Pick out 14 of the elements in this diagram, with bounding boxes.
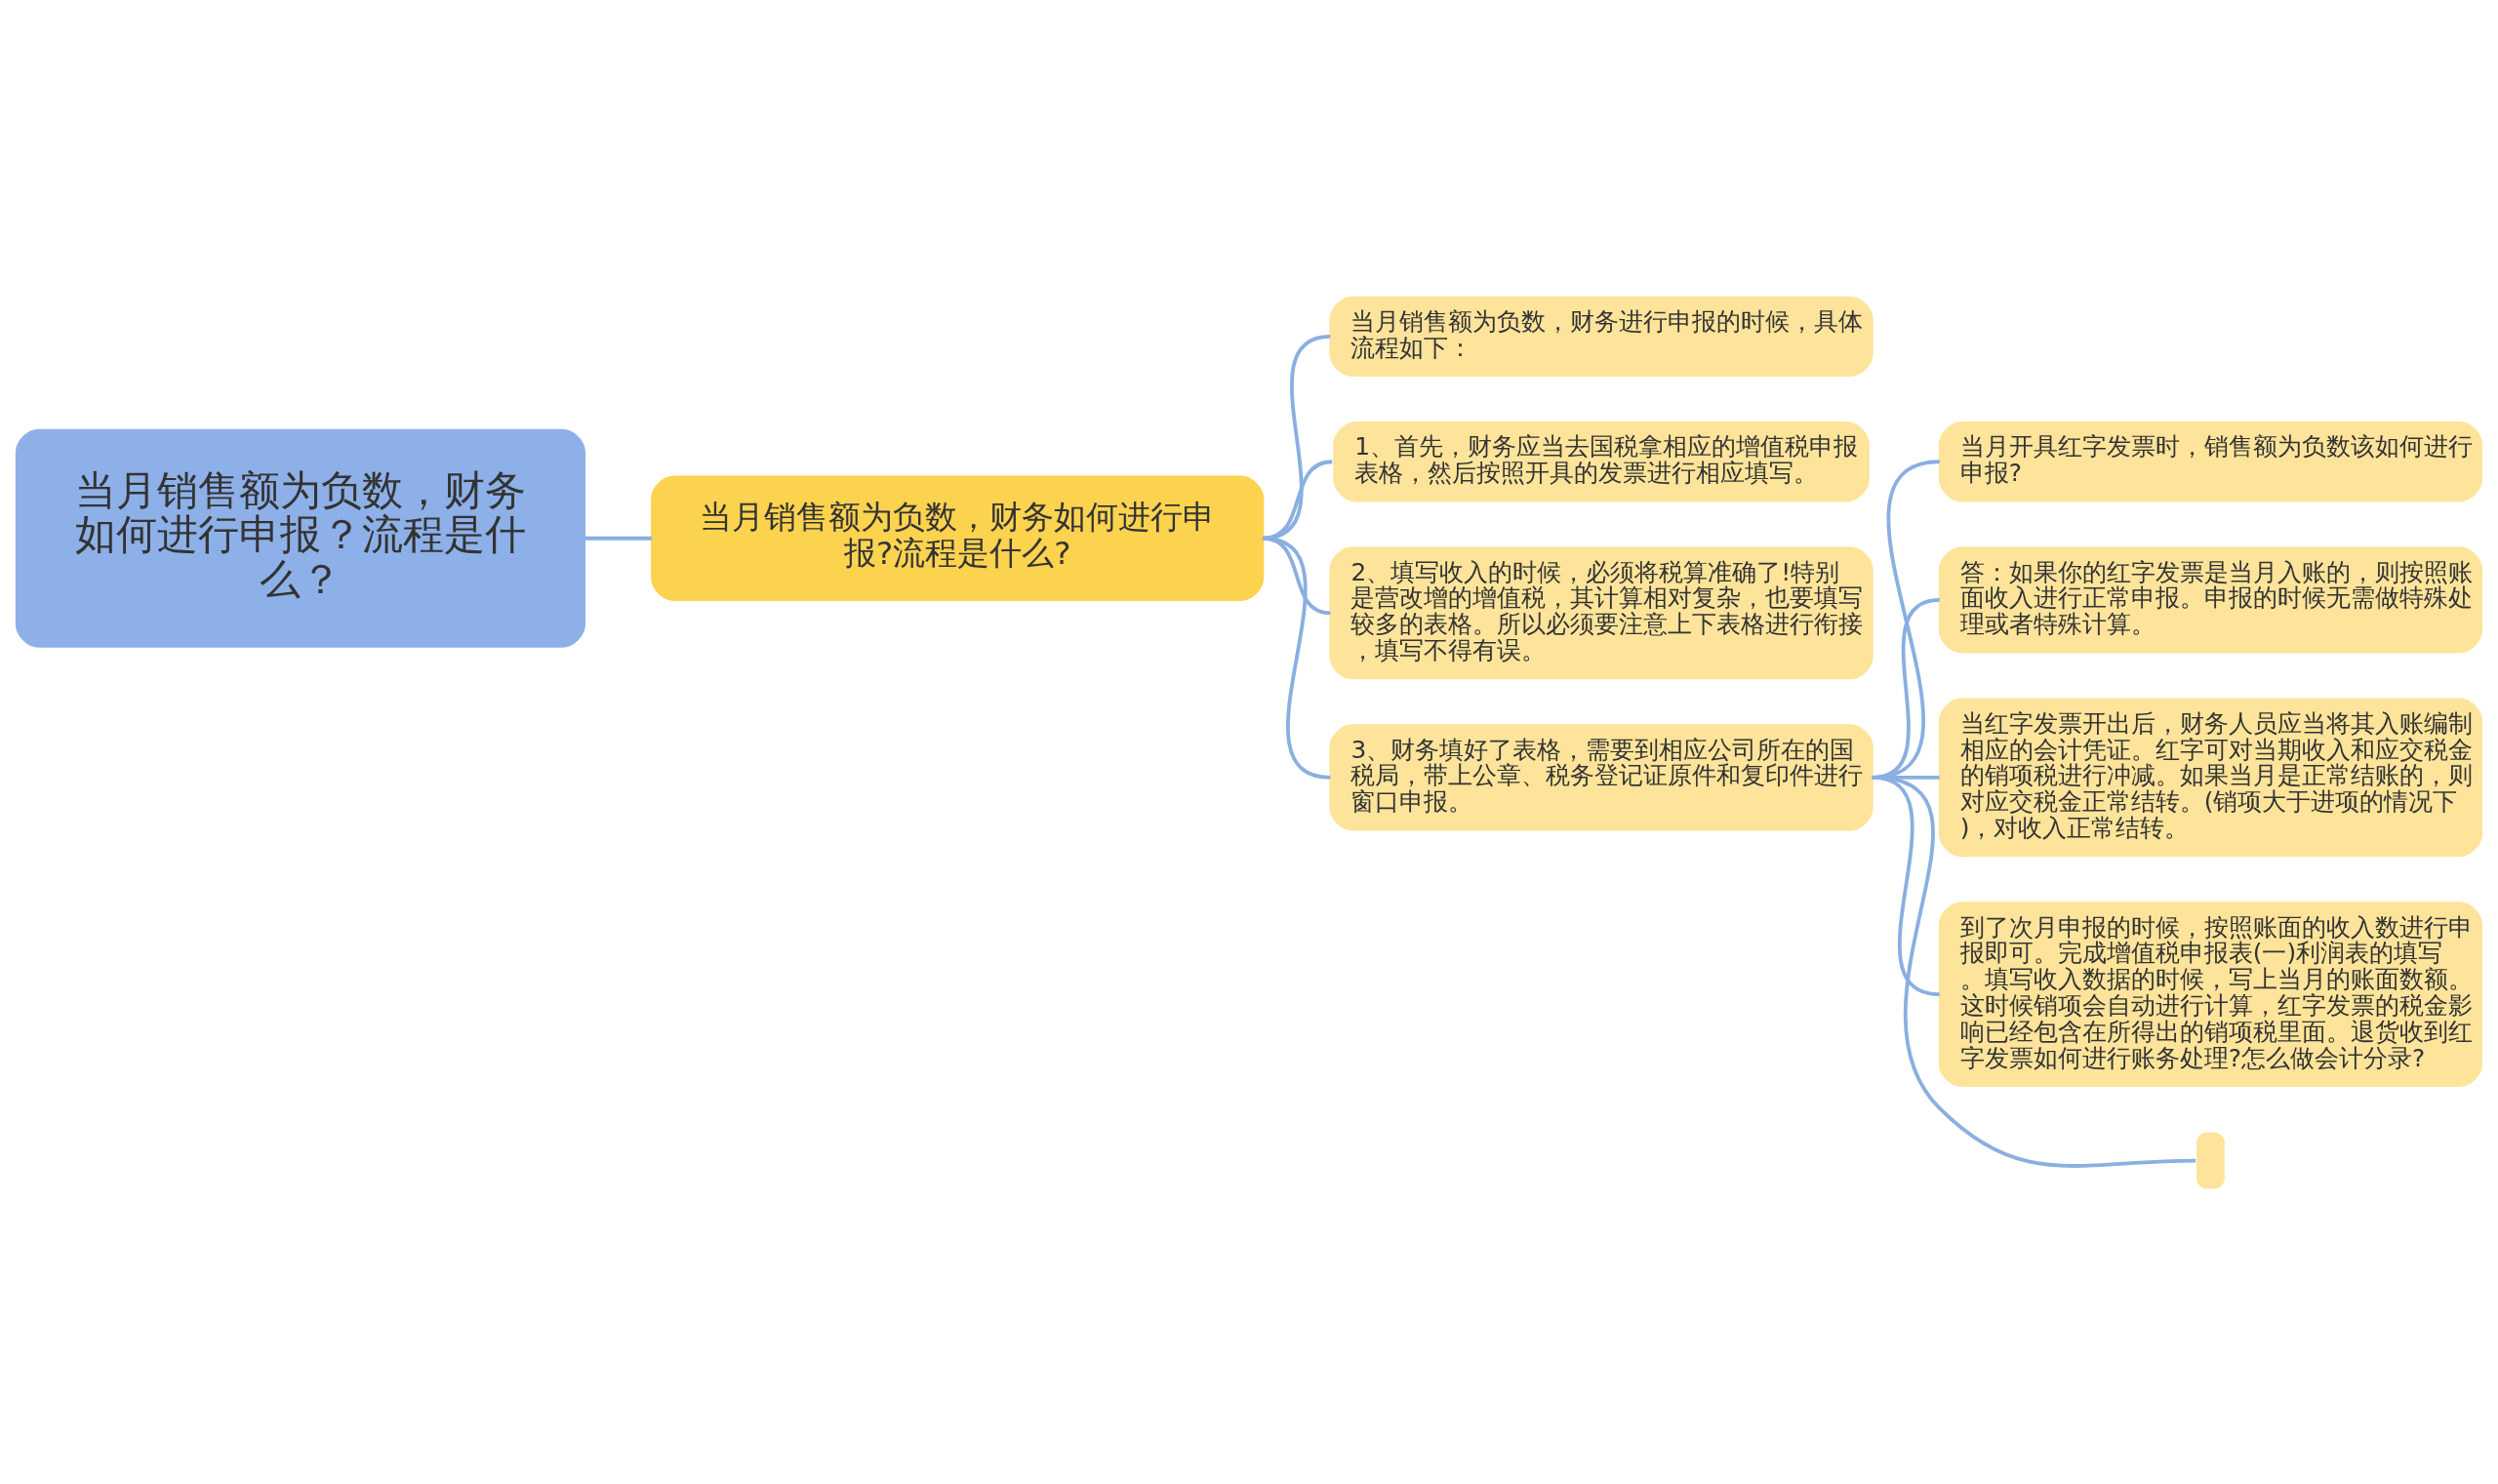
- node-box: 当红字发票开出后，财务人员应当将其入账编制相应的会计凭证。红字可对当期收入和应交税金的销项税进行冲减。如果当月是正常结账的，则对应交税金正常结转。(销项大于进项的情况下)，对收入正常结转。: [1938, 698, 2483, 857]
- node-box: 当月销售额为负数，财务如何进行申报?流程是什么?: [651, 475, 1265, 601]
- node-box: 3、财务填好了表格，需要到相应公司所在的国税局，带上公章、税务登记证原件和复印件进行窗口申报。: [1329, 723, 1874, 830]
- node-box: 当月开具红字发票时，销售额为负数该如何进行申报?: [1938, 421, 2483, 501]
- node-box: 答：如果你的红字发票是当月入账的，则按照账面收入进行正常申报。申报的时候无需做特殊处理或者特殊计算。: [1938, 545, 2483, 654]
- node-box: [2196, 1132, 2225, 1188]
- connector: [1872, 775, 2196, 1168]
- node-box: 2、填写收入的时候，必须将税算准确了!特别是营改增的增值税，其计算相对复杂，也要填写较多的表格。所以必须要注意上下表格进行衔接，填写不得有误。: [1329, 545, 1874, 679]
- node-box: 到了次月申报的时候，按照账面的收入数进行申报即可。完成增值税申报表(一)利润表的填写。填写收入数据的时候，写上当月的账面数额。这时候销项会自动进行计算，红字发票的税金影响已经包含在所得出的销项税里面。退货收到红字发票如何进行账务处理?怎么做会计分录?: [1938, 901, 2483, 1087]
- node-box: 当月销售额为负数，财务如何进行申报？流程是什么？: [15, 428, 586, 648]
- node-box: 1、首先，财务应当去国税拿相应的增值税申报表格，然后按照开具的发票进行相应填写。: [1333, 421, 1870, 501]
- connector: [1262, 536, 1331, 780]
- node-box: 当月销售额为负数，财务进行申报的时候，具体流程如下：: [1329, 296, 1874, 377]
- connector: [584, 536, 653, 541]
